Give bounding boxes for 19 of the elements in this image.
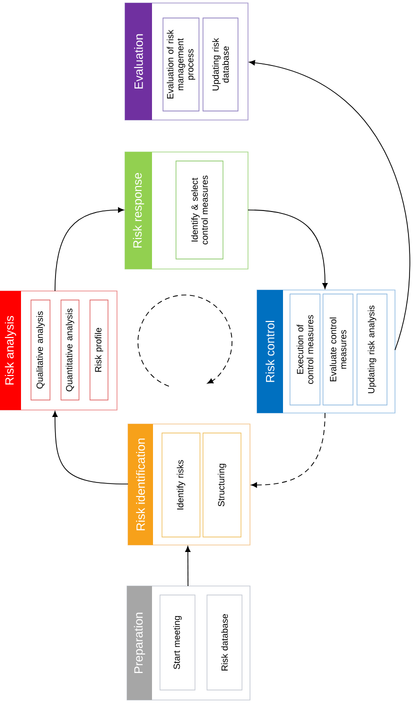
step-box: Updating risk analysis	[356, 294, 388, 406]
arrow	[249, 60, 410, 350]
step-box: Identify & select control measures	[176, 160, 224, 260]
step-box: Qualitative analysis	[30, 300, 50, 400]
arrow	[52, 411, 128, 484]
step-box: Evaluate control measures	[322, 294, 354, 406]
arrow	[251, 412, 326, 488]
step-box: Risk profile	[90, 300, 108, 400]
step-box: Updating risk database	[202, 18, 238, 112]
arrow	[185, 546, 190, 586]
arrow	[54, 207, 124, 292]
step-box: Identify risks	[162, 432, 200, 538]
arrow	[248, 210, 328, 289]
step-box: Execution of control measures	[290, 294, 320, 406]
step-box: Risk database	[206, 594, 242, 690]
step-box: Structuring	[202, 432, 242, 538]
step-box: Start meeting	[160, 594, 196, 690]
step-box: Quantitative analysis	[60, 300, 80, 400]
step-box: Evaluation of risk management process	[162, 18, 200, 112]
